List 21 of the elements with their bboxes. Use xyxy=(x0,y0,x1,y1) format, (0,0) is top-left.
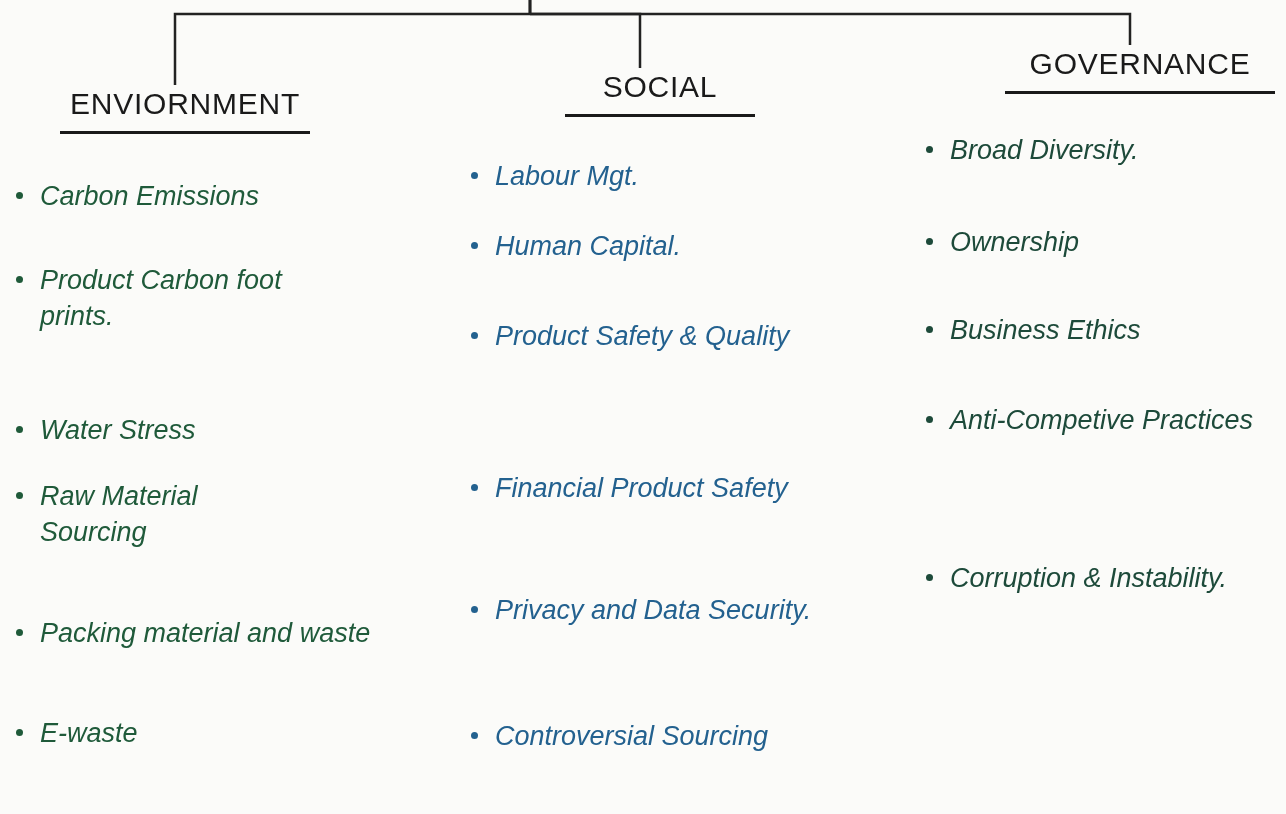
column-heading: SOCIAL xyxy=(565,68,755,117)
list-item: Corruption & Instability. xyxy=(950,562,1229,595)
list-item: Anti-Competive Practices xyxy=(950,404,1255,437)
list-item: Financial Product Safety xyxy=(495,472,790,505)
list-item: Business Ethics xyxy=(950,314,1142,347)
list-item: Controversial Sourcing xyxy=(495,720,770,753)
list-item: Product Safety & Quality xyxy=(495,320,792,353)
list-item: Raw Material Sourcing xyxy=(40,480,199,550)
connector-line xyxy=(528,0,1132,47)
column-heading: GOVERNANCE xyxy=(1005,45,1275,94)
list-item: Broad Diversity. xyxy=(950,134,1140,167)
list-item: Ownership xyxy=(950,226,1081,259)
list-item: Human Capital. xyxy=(495,230,683,263)
list-item: Packing material and waste xyxy=(40,617,372,650)
list-item: Privacy and Data Security. xyxy=(495,594,813,627)
list-item: E-waste xyxy=(40,717,139,750)
list-item: Water Stress xyxy=(40,414,197,447)
list-item: Product Carbon foot prints. xyxy=(40,264,284,334)
list-item: Carbon Emissions xyxy=(40,180,261,213)
column-heading: ENVIORNMENT xyxy=(60,85,310,134)
list-item: Labour Mgt. xyxy=(495,160,641,193)
